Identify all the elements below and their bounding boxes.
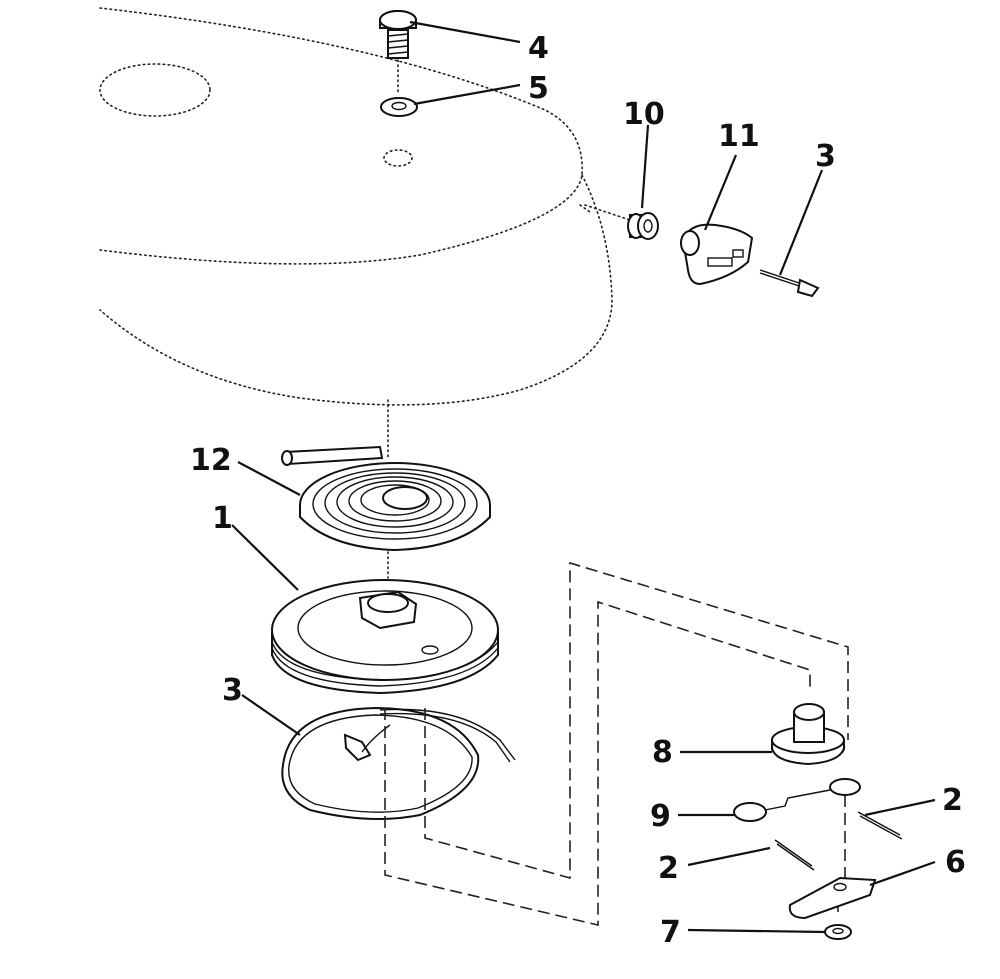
handle-part-11 bbox=[680, 223, 754, 286]
label-part-2-left: 2 bbox=[658, 851, 679, 886]
label-part-10: 10 bbox=[623, 97, 665, 132]
label-part-1: 1 bbox=[212, 501, 233, 536]
washer-part-5 bbox=[380, 97, 418, 117]
bushing-part-10 bbox=[584, 204, 659, 240]
rope-end-part-3-top bbox=[759, 269, 820, 298]
pawl-part-6 bbox=[788, 876, 877, 920]
label-part-9: 9 bbox=[650, 799, 671, 834]
label-part-3-top: 3 bbox=[815, 139, 836, 174]
label-part-3-bottom: 3 bbox=[222, 673, 243, 708]
label-part-7: 7 bbox=[660, 915, 681, 950]
pin-part-2-left bbox=[774, 839, 815, 871]
retainer-part-8 bbox=[771, 703, 845, 766]
label-part-11: 11 bbox=[718, 119, 760, 154]
leader-lines bbox=[231, 20, 936, 934]
screw-part-4 bbox=[379, 10, 417, 59]
label-part-4: 4 bbox=[528, 31, 549, 66]
engine-cover bbox=[99, 7, 613, 406]
pin-part-2-right bbox=[857, 811, 903, 840]
label-part-12: 12 bbox=[190, 443, 232, 478]
label-part-6: 6 bbox=[945, 845, 966, 880]
spring-part-9 bbox=[733, 778, 861, 822]
label-part-2-right: 2 bbox=[942, 783, 963, 818]
label-part-5: 5 bbox=[528, 71, 549, 106]
recoil-spring-part-12 bbox=[281, 399, 491, 552]
rope-part-3-bottom bbox=[281, 706, 516, 820]
nut-part-7 bbox=[824, 924, 852, 940]
label-part-8: 8 bbox=[652, 735, 673, 770]
pulley-part-1 bbox=[271, 579, 499, 695]
